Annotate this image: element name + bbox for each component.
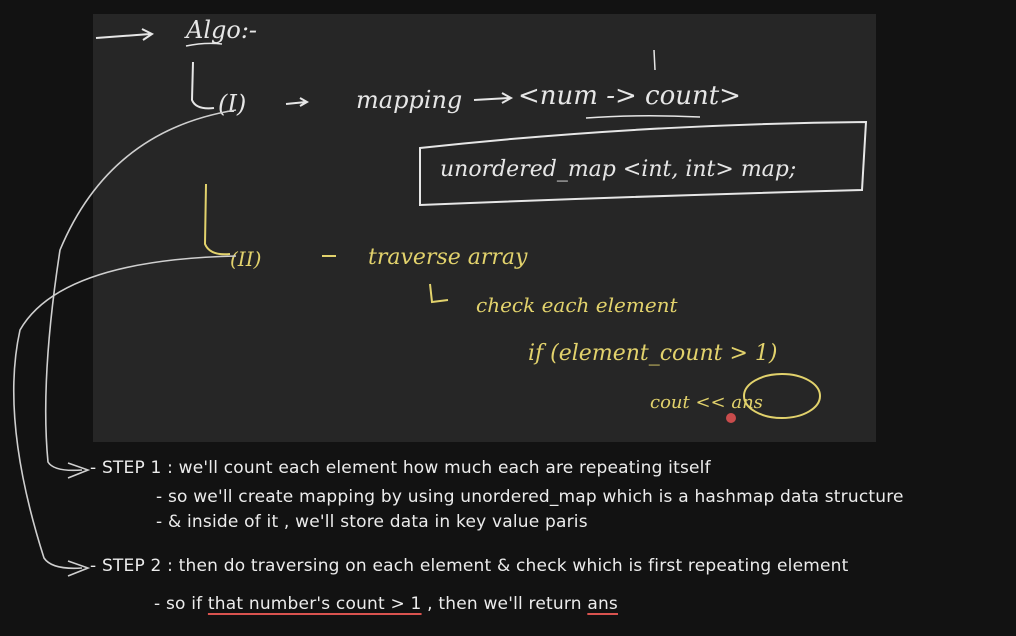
step2-marker: (II) (230, 247, 261, 271)
step2-sub-note: - so if that number's count > 1 , then w… (154, 594, 618, 614)
check-hook (429, 283, 449, 304)
mapping-arrow (473, 92, 514, 104)
map-pair: <num -> count> (518, 81, 741, 111)
connector-step1-head (67, 462, 91, 479)
if-condition: if (element_count > 1) (528, 341, 777, 366)
tick-mark (653, 49, 656, 71)
step1-sub-note-2: - & inside of it , we'll store data in k… (156, 512, 588, 532)
arrow-icon (95, 28, 154, 41)
return-statement: cout << ans (650, 392, 763, 413)
traverse-label: traverse array (368, 245, 528, 270)
step2-note: - STEP 2 : then do traversing on each el… (90, 556, 849, 576)
algo-heading: Algo:- (184, 16, 257, 44)
step2-sub-prefix: - so if (154, 594, 208, 614)
map-declaration: unordered_map <int, int> map; (440, 157, 796, 182)
declaration-box (419, 120, 868, 207)
heading-underline (185, 42, 223, 47)
connector-step2 (12, 255, 237, 570)
connector-step2-head (67, 560, 91, 577)
step1-sub-note-1: - so we'll create mapping by using unord… (156, 487, 904, 507)
map-pair-underline (585, 114, 701, 119)
ans-highlight: ans (587, 594, 618, 614)
step1-marker: (I) (218, 90, 246, 118)
branch-line-2 (203, 183, 231, 256)
ans-circle (743, 373, 821, 419)
whiteboard-panel (93, 14, 876, 442)
check-label: check each element (476, 293, 679, 317)
step2-sub-mid: , then we'll return (421, 594, 588, 614)
connector-step1 (44, 109, 237, 472)
step1-note: - STEP 1 : we'll count each element how … (90, 458, 711, 478)
mapping-label: mapping (356, 86, 462, 114)
branch-line-1 (190, 61, 215, 110)
step1-arrow (285, 97, 310, 107)
pointer-dot (726, 413, 736, 423)
count-condition-highlight: that number's count > 1 (207, 594, 422, 614)
